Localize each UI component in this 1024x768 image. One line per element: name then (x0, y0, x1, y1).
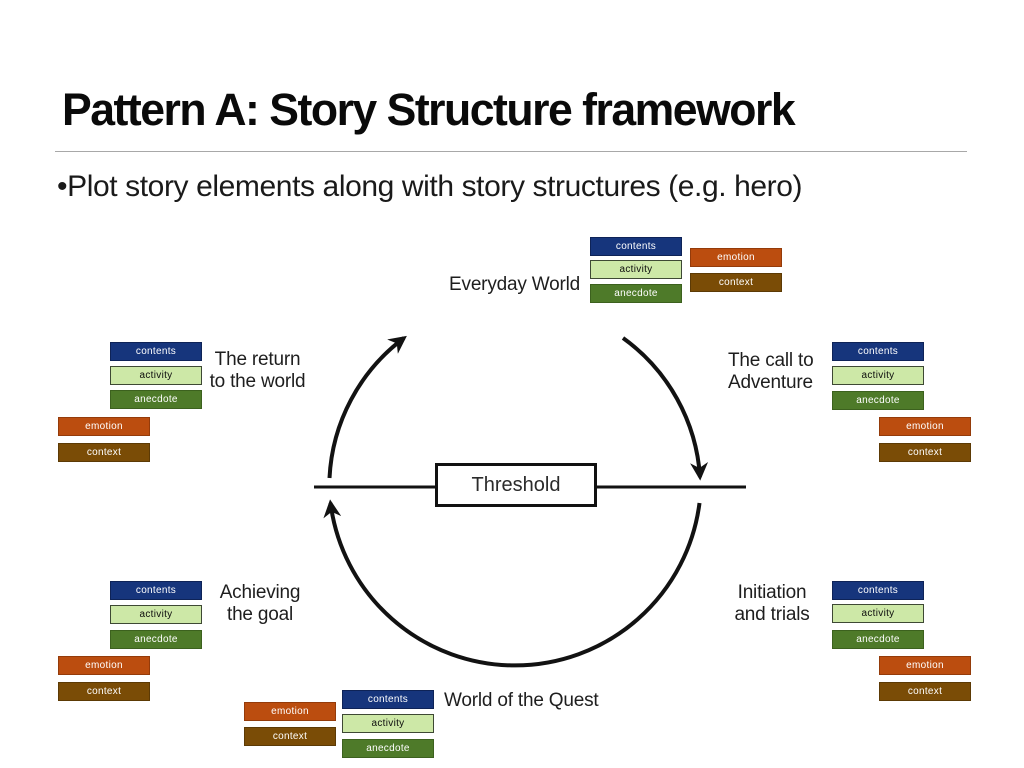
context-box: context (690, 273, 782, 292)
contents-box: contents (590, 237, 682, 256)
contents-box: contents (832, 342, 924, 361)
contents-box: contents (110, 342, 202, 361)
anecdote-box: anecdote (832, 630, 924, 649)
anecdote-box: anecdote (832, 391, 924, 410)
arc-return-to-everyday (327, 335, 407, 479)
stage-label-achieving-the-goal: Achieving the goal (219, 582, 301, 625)
contents-box: contents (342, 690, 434, 709)
activity-box: activity (832, 604, 924, 623)
emotion-box: emotion (58, 417, 150, 436)
anecdote-box: anecdote (110, 390, 202, 409)
bullet-text: •Plot story elements along with story st… (57, 170, 803, 203)
context-box: context (244, 727, 336, 746)
stage-label-everyday-world: Everyday World (449, 274, 580, 295)
emotion-box: emotion (58, 656, 150, 675)
context-box: context (879, 443, 971, 462)
stage-label-world-of-the-quest: World of the Quest (444, 690, 599, 711)
threshold-label: Threshold (471, 473, 561, 496)
anecdote-box: anecdote (110, 630, 202, 649)
arc-quest-loop (323, 499, 702, 668)
anecdote-box: anecdote (590, 284, 682, 303)
activity-box: activity (110, 366, 202, 385)
emotion-box: emotion (879, 417, 971, 436)
emotion-box: emotion (690, 248, 782, 267)
stage-label-return-to-world: The return to the world (209, 349, 306, 392)
emotion-box: emotion (244, 702, 336, 721)
activity-box: activity (590, 260, 682, 279)
contents-box: contents (110, 581, 202, 600)
page-title: Pattern A: Story Structure framework (62, 84, 796, 135)
anecdote-box: anecdote (342, 739, 434, 758)
title-divider (55, 151, 967, 152)
activity-box: activity (832, 366, 924, 385)
contents-box: contents (832, 581, 924, 600)
stage-label-call-to-adventure: The call to Adventure (728, 350, 814, 393)
threshold-box: Threshold (435, 463, 597, 507)
emotion-box: emotion (879, 656, 971, 675)
activity-box: activity (110, 605, 202, 624)
activity-box: activity (342, 714, 434, 733)
context-box: context (58, 443, 150, 462)
arc-call-to-threshold (621, 336, 709, 481)
stage-label-initiation-and-trials: Initiation and trials (734, 582, 810, 625)
context-box: context (879, 682, 971, 701)
context-box: context (58, 682, 150, 701)
